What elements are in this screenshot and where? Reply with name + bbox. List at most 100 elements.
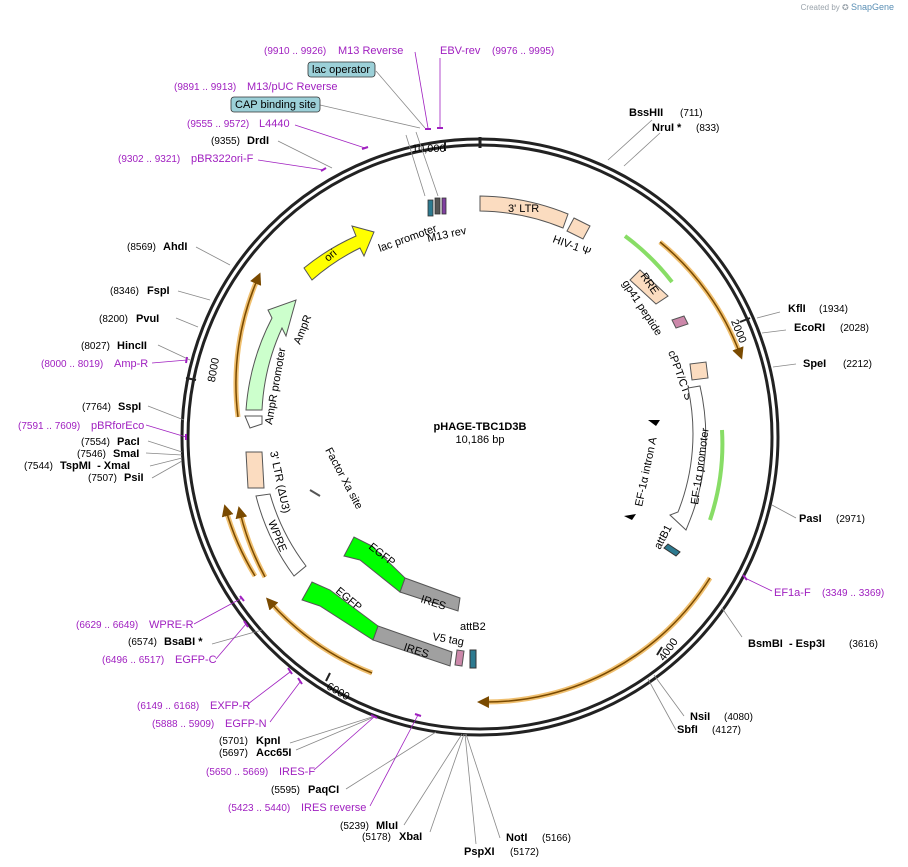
site-pasi-coord: (2971): [836, 514, 865, 525]
site-pasi: PasI: [799, 513, 822, 525]
primer-amp-r-coord: (8000 .. 8019): [41, 359, 103, 370]
wpre-feature: [255, 493, 307, 577]
egfp2-feature: [301, 581, 379, 641]
green-arc: [623, 234, 674, 284]
site-mlui-coord: (5239): [340, 821, 369, 832]
factor-xa-feature: [309, 489, 321, 497]
ruler-tick: [656, 646, 663, 656]
site-hincii-coord: (8027): [81, 341, 110, 352]
green-arc: [708, 429, 725, 521]
primer-egfp-c: EGFP-C: [175, 654, 217, 666]
site-psii-coord: (7507): [88, 473, 117, 484]
primer-leaders: [145, 51, 773, 807]
site-nsii: NsiI: [690, 711, 710, 723]
primer-egfp-c-coord: (6496 .. 6517): [102, 655, 164, 666]
site-nrui: NruI *: [652, 122, 682, 134]
site-smai-coord: (7546): [77, 449, 106, 460]
cap-site-feature: [434, 197, 441, 215]
site-pspxi-coord: (5172): [510, 847, 539, 858]
ruler-label: 8000: [206, 357, 222, 383]
ampr-promoter-feature: [244, 415, 263, 429]
primer-exfp-r: EXFP-R: [210, 700, 250, 712]
v5-tag-label: V5 tag: [431, 631, 464, 648]
primer-ebv-rev: EBV-rev: [440, 45, 481, 57]
cap-binding-box: [230, 96, 321, 113]
primer-m13-reverse: M13 Reverse: [338, 45, 403, 57]
site-noti-coord: (5166): [542, 833, 571, 844]
primer-egfp-n-coord: (5888 .. 5909): [152, 719, 214, 730]
site-pvui: PvuI: [136, 313, 159, 325]
site-tspmi: TspMI - XmaI: [60, 460, 130, 472]
attb2-label: attB2: [460, 621, 486, 633]
site-mlui: MluI: [376, 820, 398, 832]
site-tspmi-coord: (7544): [24, 461, 53, 472]
credit-brand: SnapGene: [850, 2, 894, 12]
site-sbfi-coord: (4127): [712, 725, 741, 736]
site-bsabi-coord: (6574): [128, 637, 157, 648]
orf-arc-core: [221, 504, 256, 577]
snapgene-credit: Created by ✪ SnapGene: [801, 2, 894, 12]
primer-ires-f: IRES-F: [279, 766, 315, 778]
site-leaders: [145, 119, 797, 845]
primer-l4440: L4440: [259, 118, 290, 130]
ef1a-promoter-feature: [669, 385, 707, 531]
attb1-feature: [663, 543, 681, 557]
site-labels: BssHII (711) NruI * (833) KflI (1934) Ec…: [24, 107, 878, 858]
primer-wpre-r-coord: (6629 .. 6649): [76, 620, 138, 631]
primer-ires-reverse: IRES reverse: [301, 802, 366, 814]
orf-arc-core: [235, 506, 266, 578]
orf-ring-core: [221, 241, 744, 709]
hiv-psi-label: HIV-1 Ψ: [551, 234, 592, 259]
site-paqci: PaqCI: [308, 784, 339, 796]
primer-marks: [185, 127, 748, 719]
site-noti: NotI: [506, 832, 527, 844]
intron-marker-icon: [648, 420, 660, 426]
primer-m13-reverse-coord: (9910 .. 9926): [264, 46, 326, 57]
orf-arc-core: [266, 597, 373, 674]
site-xbai: XbaI: [399, 831, 422, 843]
ltr3-label: 3' LTR: [508, 203, 539, 215]
orf-arc-core: [659, 241, 744, 360]
site-kfli: KflI: [788, 303, 806, 315]
site-drdi-coord: (9355): [211, 136, 240, 147]
cppt-feature: [689, 361, 709, 381]
lac-operator-box: [307, 61, 376, 78]
site-nrui-coord: (833): [696, 123, 719, 134]
primer-m13puc-coord: (9891 .. 9913): [174, 82, 236, 93]
primer-l4440-coord: (9555 .. 9572): [187, 119, 249, 130]
primer-ef1a-f: EF1a-F: [774, 587, 811, 599]
site-bsshii: BssHII: [629, 107, 663, 119]
primer-amp-r: Amp-R: [114, 358, 148, 370]
orf-arc: [658, 240, 743, 355]
site-bsshii-coord: (711): [680, 108, 703, 119]
site-ecori: EcoRI: [794, 322, 825, 334]
primer-pbrforeco-coord: (7591 .. 7609): [18, 421, 80, 432]
factor-xa-label: Factor Xa site: [322, 446, 364, 512]
egfp1-feature: [343, 536, 406, 593]
site-paqci-coord: (5595): [271, 785, 300, 796]
primer-pbr322ori-coord: (9302 .. 9321): [118, 154, 180, 165]
site-fspi-coord: (8346): [110, 286, 139, 297]
site-kpni: KpnI: [256, 735, 280, 747]
attb2-feature: [469, 649, 477, 669]
m13-rev-feature: [441, 197, 447, 215]
site-acc65i: Acc65I: [256, 747, 291, 759]
features: 3' LTR HIV-1 Ψ RRE gp41 peptide cPPT/CTS…: [244, 195, 712, 669]
site-sspi: SspI: [118, 401, 141, 413]
primer-ef1a-f-coord: (3349 .. 3369): [822, 588, 884, 599]
ori-feature: [303, 225, 375, 281]
rre-feature: [629, 269, 669, 305]
v5-tag-feature: [454, 649, 465, 667]
primer-ires-reverse-coord: (5423 .. 5440): [228, 803, 290, 814]
ruler-tick: [325, 672, 331, 682]
site-pspxi: PspXI: [464, 846, 495, 858]
orf-arc-core: [477, 577, 711, 709]
site-fspi: FspI: [147, 285, 170, 297]
primer-pbrforeco: pBRforEco: [91, 420, 144, 432]
ruler-tick: [185, 377, 197, 381]
ltr3-feature: [479, 195, 569, 229]
primer-wpre-r: WPRE-R: [149, 619, 194, 631]
site-bsmbi-coord: (3616): [849, 639, 878, 650]
primer-pbr322ori: pBR322ori-F: [191, 153, 254, 165]
primer-ebv-rev-coord: (9976 .. 9995): [492, 46, 554, 57]
